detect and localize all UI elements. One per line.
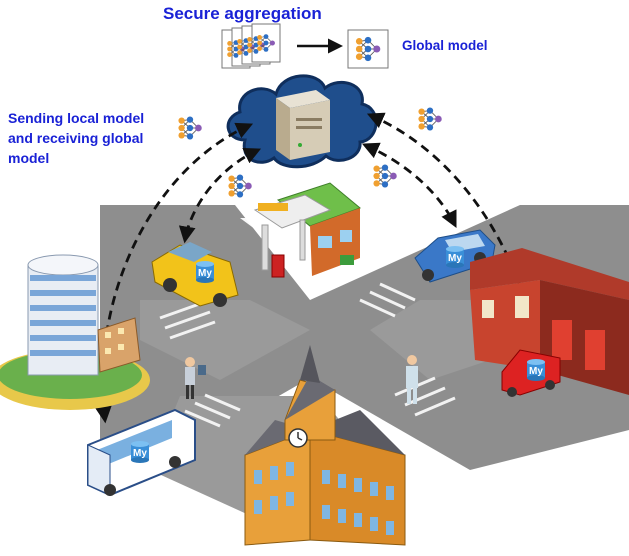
car-db-badge: My — [448, 253, 462, 264]
sending-label-line3: model — [8, 150, 50, 166]
person-icon — [185, 357, 206, 399]
sending-label: Sending local model and receiving global… — [8, 108, 178, 168]
fire-truck-icon: My — [501, 349, 561, 397]
person-icon — [406, 355, 418, 404]
server-icon — [276, 90, 330, 160]
neural-network-icon — [227, 173, 253, 199]
bus-db-badge: My — [133, 448, 147, 459]
diagram-title: Secure aggregation — [163, 4, 322, 23]
neural-network-icon — [177, 115, 203, 141]
taxi-icon: My — [151, 242, 239, 307]
global-model-label: Global model — [402, 38, 488, 53]
fire-station-icon — [470, 248, 629, 395]
car-icon: My — [414, 229, 496, 283]
clock-tower-icon — [244, 345, 406, 546]
neural-network-icon — [417, 106, 443, 132]
gas-station-icon — [253, 182, 361, 278]
sending-label-line1: Sending local model — [8, 110, 145, 126]
neural-network-icon — [372, 163, 398, 189]
office-building-icon — [0, 254, 150, 410]
taxi-db-badge: My — [198, 268, 212, 279]
firetruck-db-badge: My — [529, 366, 543, 377]
local-models-stack-icon — [221, 23, 281, 69]
sending-label-line2: and receiving global — [8, 130, 144, 146]
global-model-icon — [347, 29, 389, 69]
bus-icon: My — [87, 408, 196, 497]
